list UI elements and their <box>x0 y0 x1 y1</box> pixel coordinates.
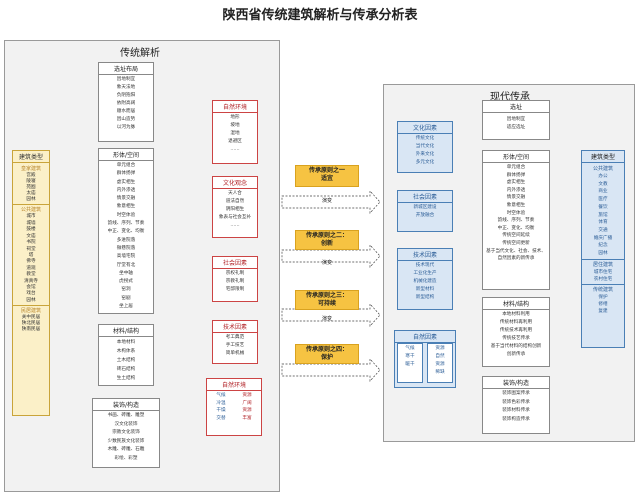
right-form-box: 形体/空间 单元组合 群体扬弹 虚实相生 内外渗透 情景交融 象意相生 时空体验… <box>482 150 550 290</box>
left-building-types: 建筑类型 皇家建筑 宫殿 陵寝 苑囿 太庙 园林 公共建筑 城市 城墙 鼓楼 文… <box>12 150 50 416</box>
left-env-title: 自然环境 <box>207 379 261 391</box>
left-social-title: 社会因素 <box>213 257 257 269</box>
arrow-4 <box>281 358 381 382</box>
right-culture-box: 文化因素 传统文化 当代文化 外来文化 多元文化 <box>397 121 453 173</box>
public-buildings-section: 公共建筑 城市 城墙 鼓楼 文庙 书院 祠堂 塔 佛寺 道观 教堂 清真寺 会馆… <box>13 204 49 305</box>
principle-2: 传承原则之二： 创新 <box>295 230 359 250</box>
right-site-box: 选址 因地制宜 适应选址 <box>482 100 550 140</box>
principle-3-phase: 演变 <box>321 316 332 322</box>
right-form-body: 单元组合 群体扬弹 虚实相生 内外渗透 情景交融 象意相生 时空体验 韵线、序列… <box>486 165 546 262</box>
right-tech-title: 技术因素 <box>398 249 452 261</box>
right-traditional-section: 传统建筑 保护 修缮 复建 <box>582 283 624 316</box>
left-site-body: 因地制宜 象天法地 负阴抱阳 依附高阔 顺水而居 因山造势 以河为脉 <box>116 77 136 130</box>
left-site-layout-box: 选址布局 因地制宜 象天法地 负阴抱阳 依附高阔 顺水而居 因山造势 以河为脉 <box>98 62 154 142</box>
right-material-body: 本地材料利用 传统材料再利用 传统技术再利用 传统技艺传承 基于当代材料的结构创… <box>490 312 542 357</box>
right-material-box: 材料/结构 本地材料利用 传统材料再利用 传统技术再利用 传统技艺传承 基于当代… <box>482 297 550 367</box>
left-types-header: 建筑类型 <box>13 151 49 163</box>
right-traditional-title: 传统建筑 <box>592 286 613 293</box>
left-form-body: 单元组合 群体扬弹 虚实相生 内外渗透 情景交融 象意相生 时空体验 韵线、序列… <box>107 163 145 310</box>
left-social-body: 宗权礼制 宗教礼制 宅邸限制 <box>225 271 245 292</box>
right-decor-title: 装饰/构造 <box>483 377 549 389</box>
left-material-box: 材料/结构 本地材料 木构体系 土木结构 砖石结构 生土结构 <box>98 324 154 386</box>
principle-3: 传承原则之三： 可持续 <box>295 290 359 310</box>
left-tech-title: 技术因素 <box>213 321 257 333</box>
left-form-title: 形体/空间 <box>99 149 153 161</box>
right-decor-box: 装饰/构造 装饰图案传承 装饰色彩传承 装饰材料传承 装饰构造传承 <box>482 376 550 434</box>
principle-1: 传承原则之一 适宜 <box>295 165 359 187</box>
right-building-types: 建筑类型 公共建筑 办公 文教 商业 医疗 餐饮 旅馆 体育 交通 婚庆广播 纪… <box>581 150 625 348</box>
left-decor-title: 装饰/构造 <box>93 399 159 411</box>
left-env-climate: 气候 冷温 干燥 交替 <box>216 393 226 421</box>
arrow-2 <box>281 244 381 268</box>
right-public-list: 办公 文教 商业 医疗 餐饮 旅馆 体育 交通 婚庆广播 纪念 园林 <box>593 174 613 257</box>
left-nature-box: 自然环境 地形 坡地 湿地 退避区 …… <box>212 100 258 164</box>
left-site-title: 选址布局 <box>99 63 153 75</box>
right-culture-title: 文化因素 <box>398 122 452 134</box>
right-social-title: 社会因素 <box>398 191 452 203</box>
left-decor-body: 书画、砖雕、雕塑 汉文化装饰 宗教文化装饰 少数民族文化装饰 木雕、砖雕、石雕 … <box>107 413 145 461</box>
left-culture-title: 文化观念 <box>213 177 257 189</box>
right-social-body: 新城区建设 开放融合 <box>413 205 437 218</box>
right-public-title: 公共建筑 <box>592 166 613 172</box>
right-site-title: 选址 <box>483 101 549 113</box>
traditional-panel-title: 传统解析 <box>120 48 160 59</box>
royal-buildings-title: 皇家建筑 <box>20 166 41 172</box>
left-material-title: 材料/结构 <box>99 325 153 337</box>
principle-1-phase: 演变 <box>321 198 332 204</box>
royal-buildings-list: 宫殿 陵寝 苑囿 太庙 园林 <box>26 173 36 203</box>
arrow-1 <box>281 190 381 214</box>
left-env-box: 自然环境 气候 冷温 干燥 交替 资源 广阔 资源 丰富 <box>206 378 262 436</box>
right-decor-body: 装饰图案传承 装饰色彩传承 装饰材料传承 装饰构造传承 <box>502 391 530 422</box>
right-residential-list: 城市住宅 农村住宅 <box>593 269 613 282</box>
public-buildings-list: 城市 城墙 鼓楼 文庙 书院 祠堂 塔 佛寺 道观 教堂 清真寺 会馆 戏台 园… <box>24 214 38 303</box>
right-traditional-list: 保护 修缮 复建 <box>598 294 608 314</box>
right-material-title: 材料/结构 <box>483 298 549 310</box>
left-culture-body: 天人合 道法自然 阴阳相生 象表与社会互补 …… <box>218 191 252 228</box>
left-culture-box: 文化观念 天人合 道法自然 阴阳相生 象表与社会互补 …… <box>212 176 258 238</box>
right-nature-climate: 气候 寒干 暖干 <box>405 346 415 367</box>
public-buildings-title: 公共建筑 <box>20 207 41 214</box>
right-nature-resource: 资源 自然 资源 稀缺 <box>435 346 445 375</box>
principle-2-phase: 演变 <box>321 260 332 266</box>
right-form-title: 形体/空间 <box>483 151 549 163</box>
principle-4: 传承原则之四： 保护 <box>295 344 359 364</box>
right-nature-box: 自然因素 气候 寒干 暖干 资源 自然 资源 稀缺 <box>394 330 456 388</box>
left-tech-body: 考工典范 手工技艺 简单机械 <box>225 335 245 356</box>
page-title: 陕西省传统建筑解析与传承分析表 <box>222 8 418 23</box>
left-decoration-box: 装饰/构造 书画、砖雕、雕塑 汉文化装饰 宗教文化装饰 少数民族文化装饰 木雕、… <box>92 398 160 468</box>
residential-title: 民居建筑 <box>20 308 41 315</box>
right-tech-body: 技术现代 工业化生产 机械化建造 新型材料 新型结构 <box>413 263 437 300</box>
left-tech-box: 技术因素 考工典范 手工技艺 简单机械 <box>212 320 258 364</box>
right-site-body: 因地制宜 适应选址 <box>506 117 526 130</box>
left-material-body: 本地材料 木构体系 土木结构 砖石结构 生土结构 <box>116 340 136 381</box>
left-nature-title: 自然环境 <box>213 101 257 113</box>
modern-panel-title: 现代传承 <box>490 92 530 103</box>
right-nature-title: 自然因素 <box>395 331 455 343</box>
left-env-resource: 资源 广阔 资源 丰富 <box>242 393 252 421</box>
right-residential-section: 居住建筑 城市住宅 农村住宅 <box>582 258 624 284</box>
right-types-header: 建筑类型 <box>582 151 624 163</box>
right-social-box: 社会因素 新城区建设 开放融合 <box>397 190 453 232</box>
left-nature-body: 地形 坡地 湿地 退避区 …… <box>228 115 242 152</box>
right-residential-title: 居住建筑 <box>592 261 613 268</box>
right-tech-box: 技术因素 技术现代 工业化生产 机械化建造 新型材料 新型结构 <box>397 248 453 310</box>
residential-list: 关中民居 陕北民居 陕南民居 <box>21 315 41 333</box>
residential-section: 民居建筑 关中民居 陕北民居 陕南民居 <box>13 305 49 334</box>
right-culture-body: 传统文化 当代文化 外来文化 多元文化 <box>415 136 435 165</box>
left-social-box: 社会因素 宗权礼制 宗教礼制 宅邸限制 <box>212 256 258 302</box>
left-form-space-box: 形体/空间 单元组合 群体扬弹 虚实相生 内外渗透 情景交融 象意相生 时空体验… <box>98 148 154 314</box>
